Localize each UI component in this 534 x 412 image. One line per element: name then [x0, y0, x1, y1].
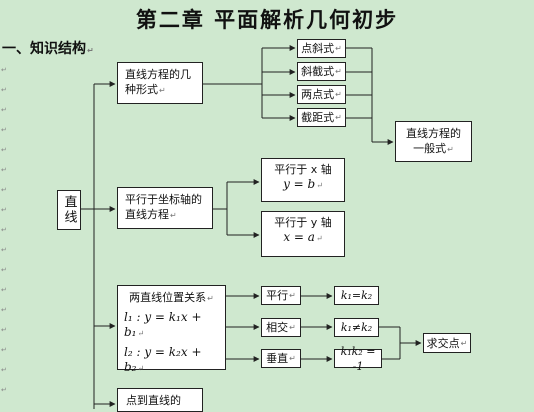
relations-node: 两直线位置关系↵ l₁ : y = k₁x + b₁↵ l₂ : y = k₂x… [117, 285, 226, 374]
intersection-node: 求交点↵ [423, 333, 471, 353]
paragraph-mark-icon: ↵ [1, 126, 7, 134]
paragraph-mark-icon: ↵ [447, 145, 454, 154]
distance-label: 点到直线的 [126, 394, 181, 407]
general-form-node: 直线方程的一般式↵ [395, 121, 472, 162]
paragraph-mark-icon: ↵ [315, 234, 323, 243]
parallel-x-node: 平行于 x 轴 y = b↵ [261, 158, 345, 202]
line2-equation: l₂ : y = k₂x + b₂↵ [124, 345, 219, 376]
relation-case: 平行↵ [261, 286, 301, 305]
relation-condition-text: k₁≠k₂ [340, 321, 373, 334]
relations-label: 两直线位置关系 [129, 291, 207, 304]
paragraph-mark-icon: ↵ [159, 86, 166, 95]
parallel-y-node: 平行于 y 轴 x = a↵ [261, 211, 345, 257]
parallel-x-equation-text: y = b [283, 177, 316, 191]
paragraph-mark-icon: ↵ [1, 326, 7, 334]
forms-node: 直线方程的几种形式↵ [117, 62, 203, 104]
section-heading-text: 一、知识结构 [2, 41, 86, 57]
paragraph-mark-icon: ↵ [335, 44, 342, 53]
form-item-label: 斜截式 [301, 65, 335, 78]
relation-case: 相交↵ [261, 318, 301, 337]
form-item: 截距式↵ [297, 108, 346, 127]
paragraph-mark-icon: ↵ [1, 66, 7, 74]
paragraph-mark-icon: ↵ [137, 329, 145, 338]
paragraph-mark-icon: ↵ [289, 291, 296, 300]
relations-title: 两直线位置关系↵ [124, 290, 219, 306]
paragraph-mark-icon: ↵ [1, 306, 7, 314]
general-form-label: 直线方程的一般式 [406, 127, 461, 155]
form-item-label: 截距式 [301, 111, 335, 124]
paragraph-mark-icon: ↵ [1, 226, 7, 234]
parallel-axis-node: 平行于坐标轴的直线方程↵ [117, 187, 213, 229]
paragraph-mark-icon: ↵ [170, 211, 177, 220]
relation-case: 垂直↵ [261, 349, 301, 368]
relation-condition-text: k₁k₂ = -1 [340, 344, 376, 373]
paragraph-mark-icon: ↵ [1, 166, 7, 174]
parallel-x-label: 平行于 x 轴 [274, 163, 332, 176]
section-heading: 一、知识结构↵ [2, 38, 94, 58]
relation-case-name: 相交 [266, 321, 289, 334]
intersection-label: 求交点 [426, 336, 460, 350]
form-item: 斜截式↵ [297, 62, 346, 81]
line2-equation-text: l₂ : y = k₂x + b₂ [124, 345, 202, 374]
paragraph-mark-icon: ↵ [1, 286, 7, 294]
relation-case-name: 垂直 [266, 352, 289, 365]
paragraph-mark-icon: ↵ [1, 146, 7, 154]
relation-condition: k₁k₂ = -1 [334, 345, 382, 373]
parallel-y-equation: x = a↵ [268, 230, 338, 246]
root-node: 直线 [57, 190, 81, 230]
paragraph-mark-icon: ↵ [1, 266, 7, 274]
root-label: 直线 [61, 195, 77, 225]
paragraph-mark-icon: ↵ [1, 346, 7, 354]
relation-case-name: 平行 [266, 289, 289, 302]
paragraph-mark-icon: ↵ [460, 338, 468, 348]
paragraph-mark-icon: ↵ [316, 181, 323, 190]
paragraph-mark-icon: ↵ [1, 86, 7, 94]
paragraph-mark-icon: ↵ [207, 294, 214, 303]
paragraph-mark-icon: ↵ [335, 113, 342, 122]
paragraph-mark-icon: ↵ [335, 90, 342, 99]
form-item: 点斜式↵ [297, 39, 346, 58]
relation-condition: k₁≠k₂ [334, 318, 379, 337]
paragraph-mark-icon: ↵ [335, 67, 342, 76]
relation-condition: k₁=k₂ [334, 286, 379, 305]
line1-equation: l₁ : y = k₁x + b₁↵ [124, 310, 219, 341]
paragraph-mark-icon: ↵ [1, 386, 7, 394]
paragraph-mark-icon: ↵ [1, 246, 7, 254]
parallel-axis-label: 平行于坐标轴的直线方程 [125, 193, 202, 221]
form-item-label: 两点式 [301, 88, 335, 101]
form-item-label: 点斜式 [301, 42, 335, 55]
paragraph-mark-icon: ↵ [289, 354, 296, 363]
paragraph-mark-icon: ↵ [289, 323, 296, 332]
paragraph-mark-icon: ↵ [137, 364, 145, 373]
parallel-y-label: 平行于 y 轴 [274, 216, 332, 229]
parallel-y-equation-text: x = a [283, 230, 315, 244]
form-item: 两点式↵ [297, 85, 346, 104]
line1-equation-text: l₁ : y = k₁x + b₁ [124, 310, 202, 339]
forms-label: 直线方程的几种形式 [125, 68, 191, 96]
paragraph-mark-icon: ↵ [1, 366, 7, 374]
page-title: 第二章 平面解析几何初步 [135, 7, 399, 32]
paragraph-mark-icon: ↵ [1, 106, 7, 114]
distance-node: 点到直线的 [117, 388, 203, 412]
parallel-x-equation: y = b↵ [268, 177, 338, 193]
paragraph-mark-icon: ↵ [1, 186, 7, 194]
paragraph-mark-icon: ↵ [87, 46, 94, 55]
relation-condition-text: k₁=k₂ [340, 289, 373, 302]
paragraph-mark-icon: ↵ [1, 206, 7, 214]
